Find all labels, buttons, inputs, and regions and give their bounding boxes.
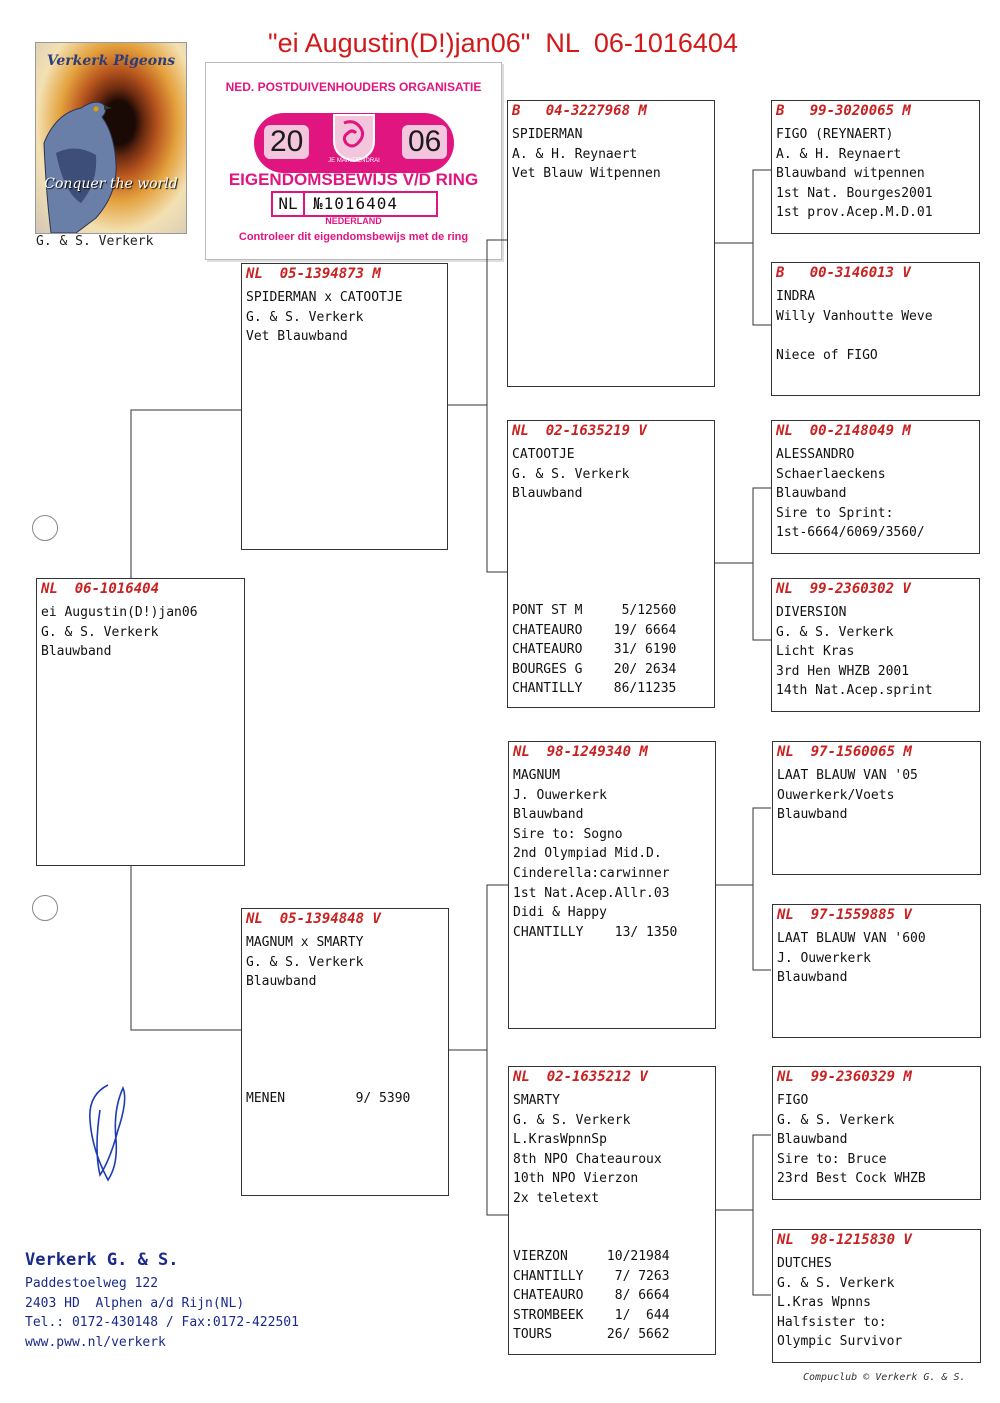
pedigree-box-sire-sire: B 04-3227968 M SPIDERMAN A. & H. Reynaer… [507, 100, 715, 387]
pedigree-box-ss-dam: B 00-3146013 V INDRA Willy Vanhoutte Wev… [771, 262, 980, 396]
pedigree-box-sire: NL 05-1394873 M SPIDERMAN x CATOOTJE G. … [241, 263, 448, 550]
pedigree-box-dd-sire: NL 99-2360329 M FIGO G. & S. Verkerk Bla… [772, 1066, 981, 1200]
ring-number: NL 99-2360302 V [776, 581, 911, 597]
pedigree-lines: SMARTY G. & S. Verkerk L.KrasWpnnSp 8th … [513, 1093, 662, 1206]
pedigree-lines: MAGNUM J. Ouwerkerk Blauwband Sire to: S… [513, 768, 678, 940]
logo-top-text: Verkerk Pigeons [46, 53, 176, 69]
ownership-certificate: NED. POSTDUIVENHOUDERS ORGANISATIE 20 06… [205, 62, 502, 260]
certificate-year-left: 20 [264, 125, 310, 159]
certificate-number: №1016404 [313, 194, 399, 213]
pedigree-box-subject: NL 06-1016404 ei Augustin(D!)jan06 G. & … [36, 578, 245, 866]
pedigree-box-dd-dam: NL 98-1215830 V DUTCHES G. & S. Verkerk … [772, 1229, 981, 1363]
pedigree-lines: INDRA Willy Vanhoutte Weve Niece of FIGO [776, 289, 933, 363]
pedigree-box-dam-dam: NL 02-1635212 V SMARTY G. & S. Verkerk L… [508, 1066, 716, 1355]
pedigree-box-sd-sire: NL 00-2148049 M ALESSANDRO Schaerlaecken… [771, 420, 980, 554]
pedigree-box-dam: NL 05-1394848 V MAGNUM x SMARTY G. & S. … [241, 908, 449, 1196]
pedigree-lines: FIGO G. & S. Verkerk Blauwband Sire to: … [777, 1093, 926, 1187]
certificate-org: NED. POSTDUIVENHOUDERS ORGANISATIE [225, 80, 482, 94]
certificate-nation: NEDERLAND [325, 216, 382, 226]
pedigree-box-ds-sire: NL 97-1560065 M LAAT BLAUW VAN '05 Ouwer… [772, 741, 981, 875]
page-title: "ei Augustin(D!)jan06" NL 06-1016404 [268, 28, 738, 58]
ring-number: NL 98-1249340 M [513, 744, 648, 760]
certificate-country: NL [273, 193, 305, 215]
race-results: VIERZON 10/21984 CHANTILLY 7/ 7263 CHATE… [513, 1249, 670, 1343]
ring-number: B 99-3020065 M [776, 103, 911, 119]
pedigree-box-dam-sire: NL 98-1249340 M MAGNUM J. Ouwerkerk Blau… [508, 741, 716, 1029]
logo-bottom-text: Conquer the world [44, 176, 178, 192]
ring-number: NL 05-1394873 M [246, 266, 381, 282]
pedigree-lines: DIVERSION G. & S. Verkerk Licht Kras 3rd… [776, 605, 933, 699]
pedigree-lines: FIGO (REYNAERT) A. & H. Reynaert Blauwba… [776, 127, 933, 221]
ring-number: B 00-3146013 V [776, 265, 911, 281]
certificate-note: Controleer dit eigendomsbewijs met de ri… [238, 231, 469, 243]
pigeon-logo-icon [43, 101, 117, 233]
certificate-year-right: 06 [402, 125, 448, 159]
pedigree-lines: MAGNUM x SMARTY G. & S. Verkerk Blauwban… [246, 935, 364, 990]
pedigree-box-ds-dam: NL 97-1559885 V LAAT BLAUW VAN '600 J. O… [772, 904, 981, 1038]
certificate-motto: JE MAINTIENDRAI [328, 158, 380, 164]
ring-number: B 04-3227968 M [512, 103, 647, 119]
ring-number: NL 97-1560065 M [777, 744, 912, 760]
certificate-ring-number: NL №1016404 [271, 191, 438, 217]
pedigree-box-sire-dam: NL 02-1635219 V CATOOTJE G. & S. Verkerk… [507, 420, 715, 708]
logo-caption: G. & S. Verkerk [36, 234, 154, 249]
ring-number: NL 02-1635219 V [512, 423, 647, 439]
ring-number: NL 99-2360329 M [777, 1069, 912, 1085]
certificate-heading: EIGENDOMSBEWIJS V/D RING [228, 170, 479, 189]
pedigree-lines: LAAT BLAUW VAN '05 Ouwerkerk/Voets Blauw… [777, 768, 918, 823]
pedigree-box-ss-sire: B 99-3020065 M FIGO (REYNAERT) A. & H. R… [771, 100, 980, 234]
owner-web: www.pww.nl/verkerk [25, 1335, 166, 1350]
ring-number: NL 05-1394848 V [246, 911, 381, 927]
owner-name: Verkerk G. & S. [25, 1250, 179, 1270]
ring-number: NL 98-1215830 V [777, 1232, 912, 1248]
signature [89, 1084, 126, 1182]
pedigree-lines: LAAT BLAUW VAN '600 J. Ouwerkerk Blauwba… [777, 931, 926, 986]
owner-phone: Tel.: 0172-430148 / Fax:0172-422501 [25, 1315, 299, 1330]
race-results: PONT ST M 5/12560 CHATEAURO 19/ 6664 CHA… [512, 603, 677, 697]
ring-number: NL 97-1559885 V [777, 907, 912, 923]
ring-number: NL 06-1016404 [41, 581, 160, 597]
pedigree-lines: SPIDERMAN x CATOOTJE G. & S. Verkerk Vet… [246, 290, 403, 345]
lion-crest-icon [333, 114, 375, 163]
pedigree-lines: CATOOTJE G. & S. Verkerk Blauwband [512, 447, 630, 502]
logo: Verkerk Pigeons Conquer the world [35, 42, 187, 234]
pedigree-lines: ei Augustin(D!)jan06 G. & S. Verkerk Bla… [41, 605, 198, 660]
race-results: MENEN 9/ 5390 [246, 1091, 411, 1106]
owner-street: Paddestoelweg 122 [25, 1276, 159, 1291]
owner-city: 2403 HD Alphen a/d Rijn(NL) [25, 1296, 245, 1311]
binder-hole [32, 515, 58, 541]
pedigree-lines: SPIDERMAN A. & H. Reynaert Vet Blauw Wit… [512, 127, 661, 182]
ring-number: NL 02-1635212 V [513, 1069, 648, 1085]
software-credit: Compuclub © Verkerk G. & S. [803, 1372, 966, 1383]
pedigree-box-sd-dam: NL 99-2360302 V DIVERSION G. & S. Verker… [771, 578, 980, 712]
pedigree-lines: DUTCHES G. & S. Verkerk L.Kras Wpnns Hal… [777, 1256, 903, 1350]
pedigree-lines: ALESSANDRO Schaerlaeckens Blauwband Sire… [776, 447, 925, 541]
ring-number: NL 00-2148049 M [776, 423, 911, 439]
binder-hole [32, 895, 58, 921]
